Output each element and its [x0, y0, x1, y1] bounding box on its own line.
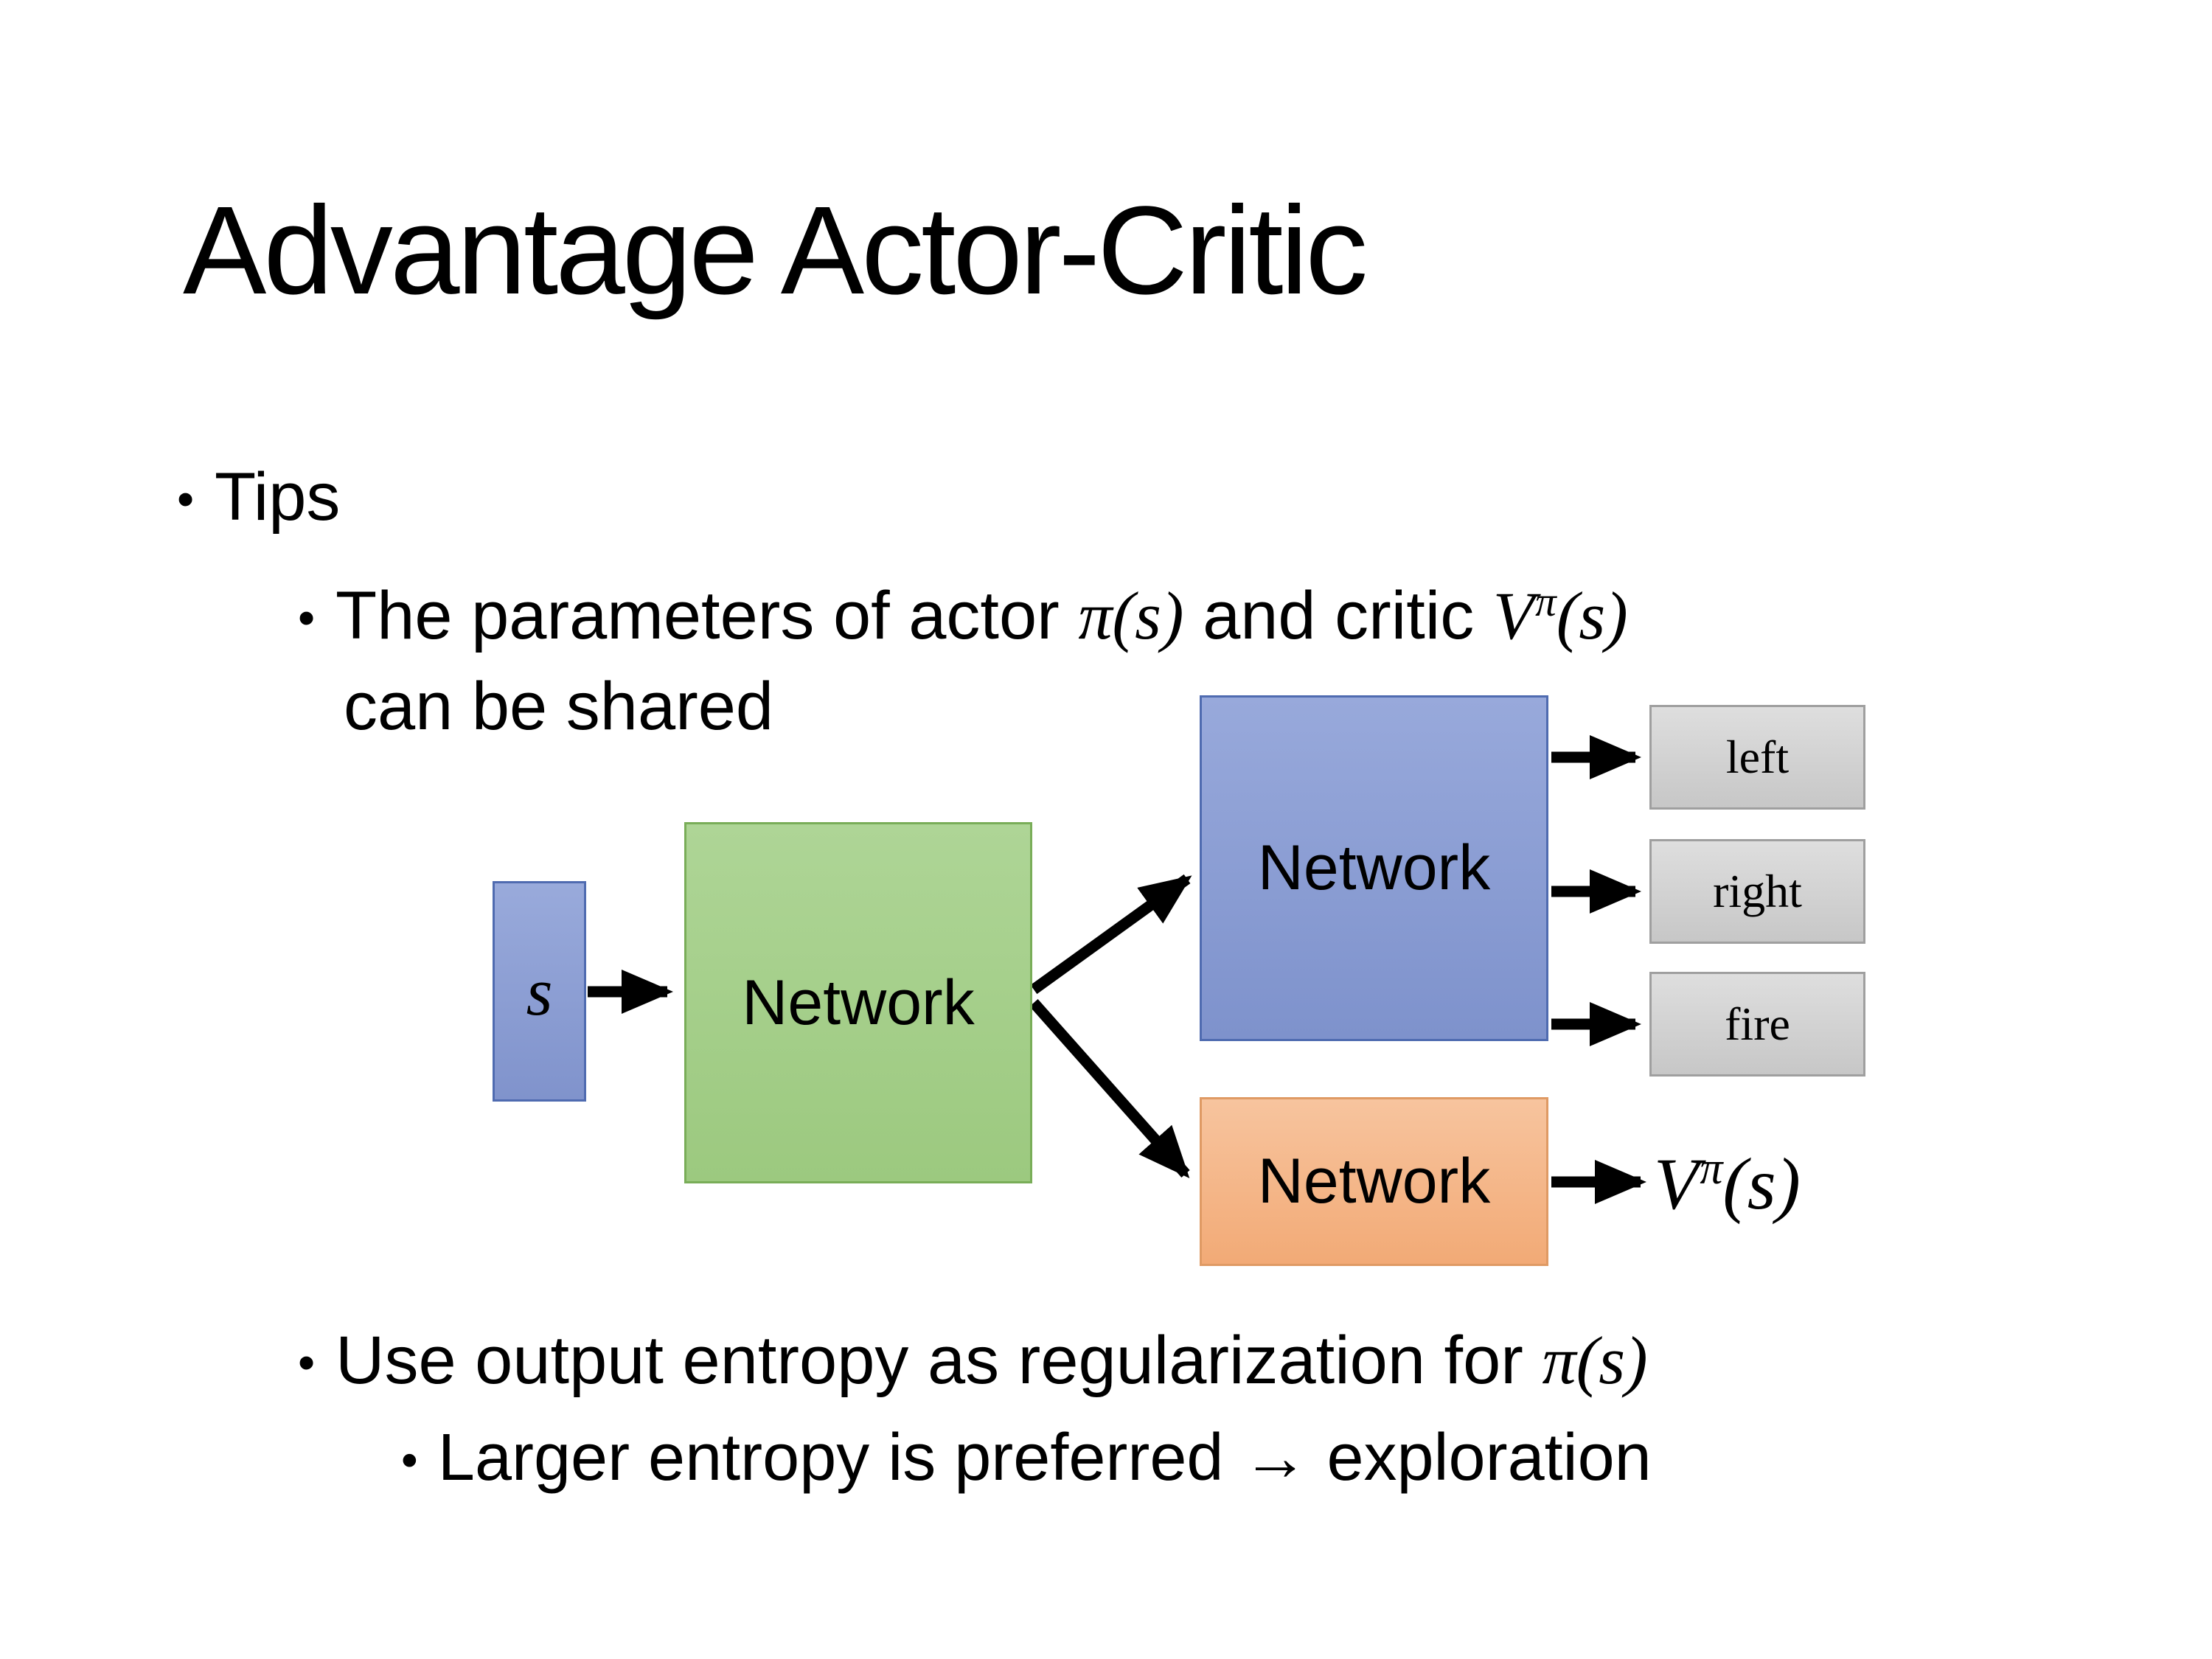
bullet-icon: •: [298, 591, 316, 646]
action-box-left: left: [1649, 705, 1865, 810]
entropy-text: Use output entropy as regularization for…: [335, 1323, 1648, 1398]
pi-s-math: π(s): [1542, 1323, 1648, 1398]
page-title: Advantage Actor-Critic: [183, 181, 1368, 321]
shared-network-box: Network: [684, 822, 1032, 1183]
action-fire-label: fire: [1725, 998, 1790, 1050]
arrow-shared-to-critic: [1029, 999, 1190, 1178]
critic-network-label: Network: [1257, 1146, 1491, 1217]
action-box-fire: fire: [1649, 972, 1865, 1077]
bullet-shared-params: • The parameters of actor π(s) and criti…: [298, 577, 1628, 655]
bullet-exploration: • Larger entropy is preferred → explorat…: [401, 1420, 1652, 1496]
state-label: s: [526, 953, 553, 1029]
action-right-label: right: [1713, 865, 1802, 917]
v-pi-s-math: Vπ(s): [1492, 578, 1628, 653]
tips-label: Tips: [215, 459, 341, 535]
shared-params-text: The parameters of actor π(s) and critic …: [335, 578, 1628, 653]
critic-network-box: Network: [1200, 1097, 1548, 1266]
action-box-right: right: [1649, 839, 1865, 944]
bullet-tips: • Tips: [177, 459, 340, 536]
bullet-icon: •: [177, 472, 195, 527]
pi-s-math: π(s): [1078, 578, 1184, 653]
bullet-icon: •: [298, 1335, 316, 1391]
arrow-shared-to-actor: [1030, 874, 1192, 995]
state-input-box: s: [493, 881, 586, 1102]
exploration-text: Larger entropy is preferred → exploratio…: [437, 1421, 1652, 1495]
bullet-entropy: • Use output entropy as regularization f…: [298, 1321, 1648, 1399]
actor-network-box: Network: [1200, 695, 1548, 1041]
action-left-label: left: [1725, 731, 1790, 783]
shared-network-label: Network: [742, 967, 975, 1038]
value-output-label: Vπ(s): [1654, 1143, 1801, 1225]
actor-network-label: Network: [1257, 832, 1491, 903]
shared-params-wrap-line: can be shared: [344, 669, 774, 744]
bullet-icon: •: [401, 1432, 418, 1486]
